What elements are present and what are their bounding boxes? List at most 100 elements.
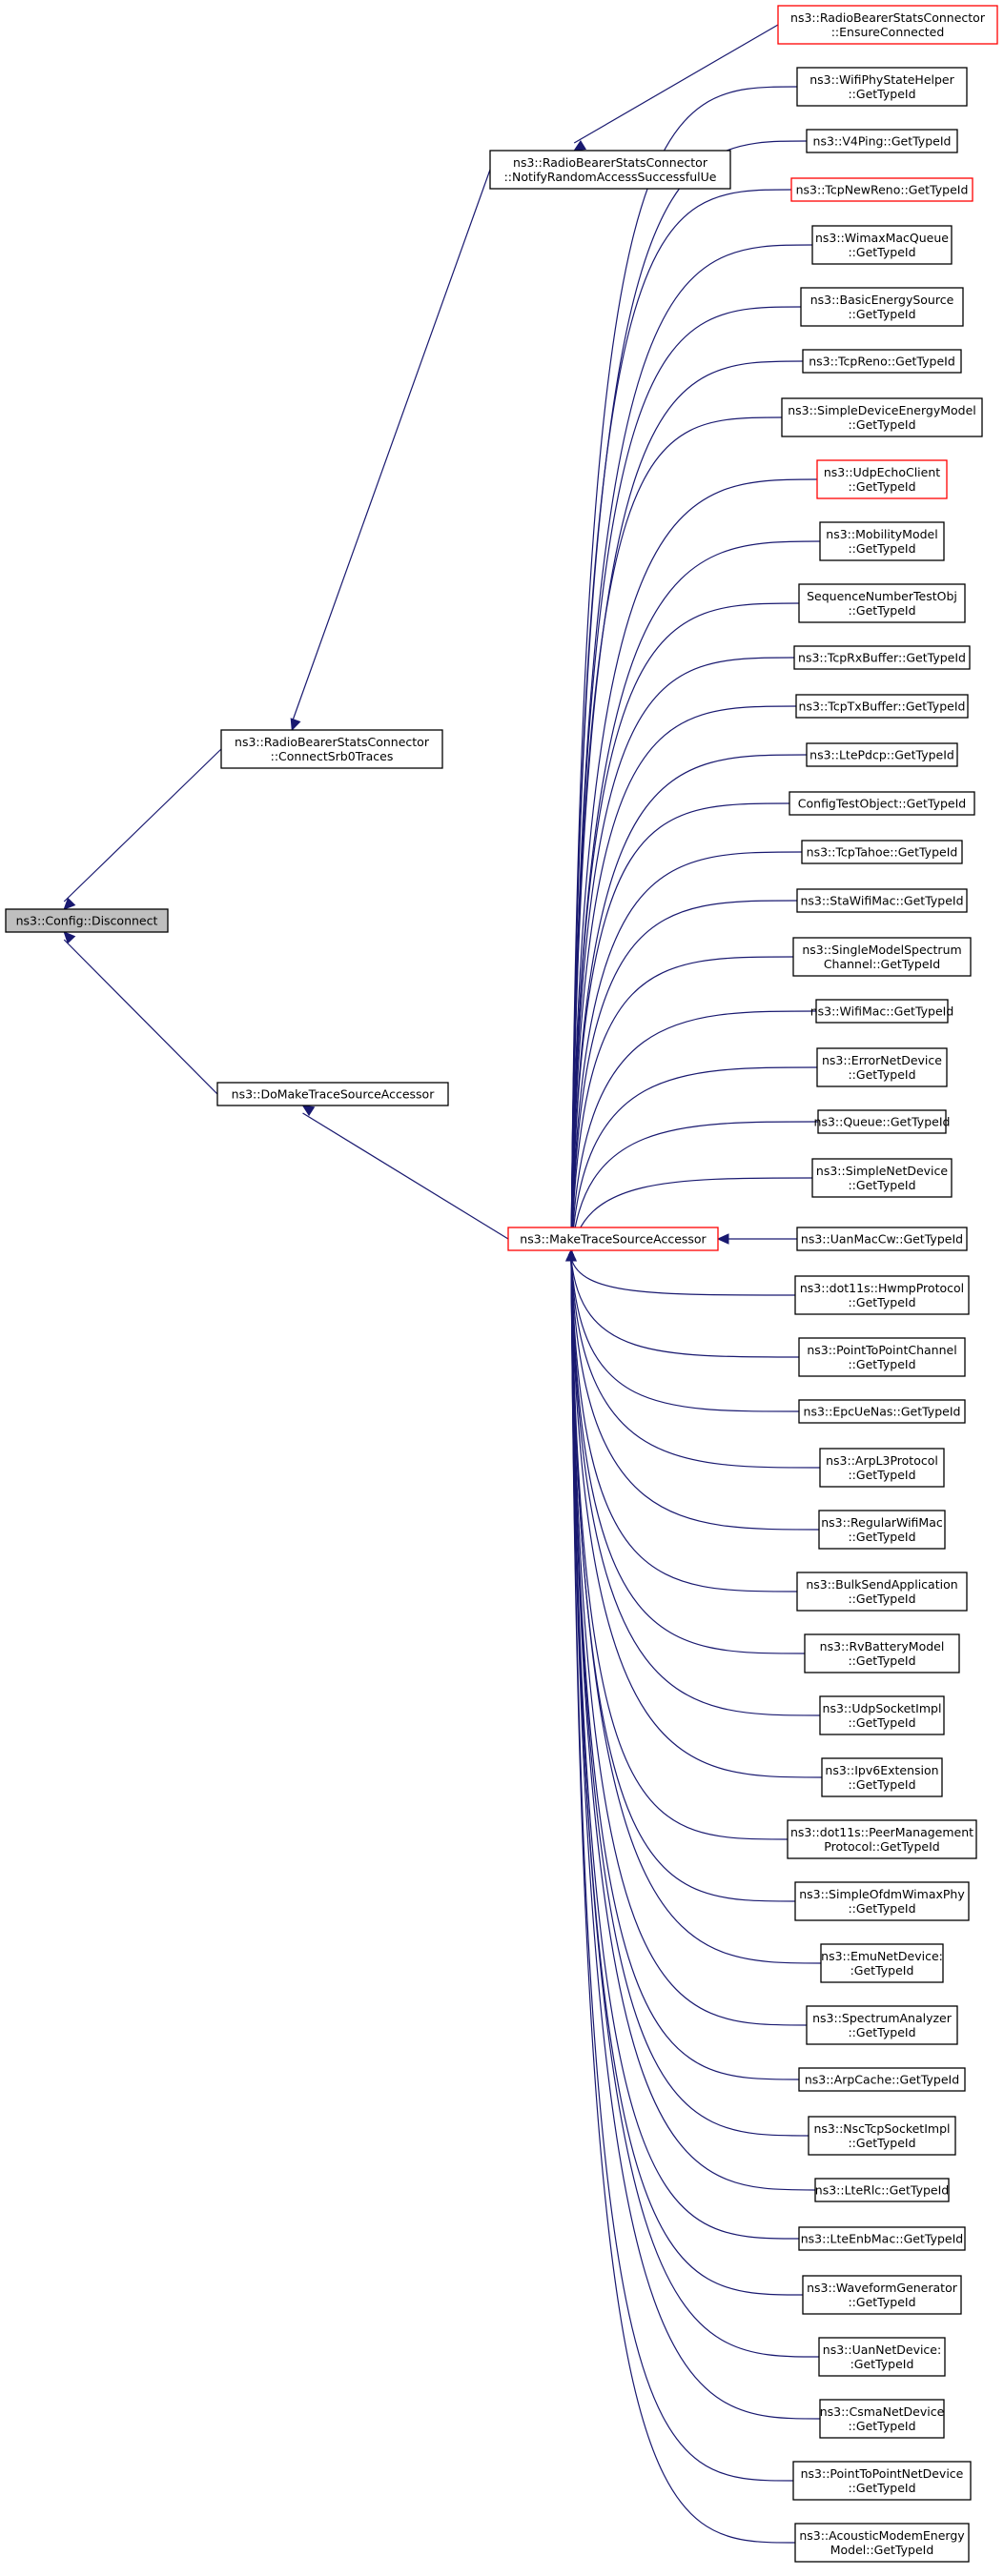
- node-label: SequenceNumberTestObj: [807, 589, 957, 603]
- node-c36[interactable]: ns3::ArpCache::GetTypeId: [798, 2067, 966, 2092]
- node-c30[interactable]: ns3::UdpSocketImpl::GetTypeId: [819, 1695, 945, 1735]
- node-c31[interactable]: ns3::Ipv6Extension::GetTypeId: [821, 1757, 943, 1797]
- node-c25[interactable]: ns3::EpcUeNas::GetTypeId: [798, 1399, 966, 1424]
- node-box: [216, 1082, 449, 1106]
- node-c16[interactable]: ns3::StaWifiMac::GetTypeId: [796, 888, 968, 913]
- node-c43[interactable]: ns3::PointToPointNetDevice::GetTypeId: [792, 2461, 972, 2501]
- node-c29[interactable]: ns3::RvBatteryModel::GetTypeId: [804, 1633, 960, 1673]
- edge-c24-to-make: [565, 1248, 800, 1358]
- node-box: [806, 129, 958, 153]
- node-box: [796, 1572, 968, 1612]
- node-label: ::GetTypeId: [848, 1777, 915, 1792]
- node-box: [819, 521, 945, 561]
- edge-c05-to-make: [565, 306, 802, 1262]
- node-disconnect[interactable]: ns3::Config::Disconnect: [5, 908, 169, 933]
- edge-c33-to-make: [565, 1248, 796, 1902]
- node-label: ::GetTypeId: [848, 603, 915, 618]
- node-c01[interactable]: ns3::WifiPhyStateHelper::GetTypeId: [796, 67, 968, 107]
- node-c03[interactable]: ns3::TcpNewReno::GetTypeId: [790, 177, 973, 202]
- node-do_make[interactable]: ns3::DoMakeTraceSourceAccessor: [216, 1082, 449, 1106]
- node-c27[interactable]: ns3::RegularWifiMac::GetTypeId: [818, 1510, 946, 1550]
- node-box: [800, 287, 964, 327]
- node-c12[interactable]: ns3::TcpTxBuffer::GetTypeId: [795, 694, 969, 719]
- edge-line: [573, 24, 779, 144]
- edge-c07-to-make: [565, 416, 783, 1262]
- edge-c04-to-make: [565, 244, 813, 1262]
- node-c11[interactable]: ns3::TcpRxBuffer::GetTypeId: [793, 645, 971, 670]
- node-c26[interactable]: ns3::ArpL3Protocol::GetTypeId: [819, 1448, 945, 1488]
- node-c23[interactable]: ns3::dot11s::HwmpProtocol::GetTypeId: [794, 1275, 970, 1315]
- node-c14[interactable]: ConfigTestObject::GetTypeId: [789, 791, 975, 816]
- node-label: :GetTypeId: [850, 1963, 914, 1978]
- arrowhead: [565, 1248, 577, 1262]
- node-connect_srb0[interactable]: ns3::RadioBearerStatsConnector::ConnectS…: [220, 729, 443, 769]
- edge-line: [570, 602, 800, 1259]
- node-make[interactable]: ns3::MakeTraceSourceAccessor: [507, 1227, 719, 1251]
- node-c06[interactable]: ns3::TcpReno::GetTypeId: [802, 349, 962, 374]
- node-c35[interactable]: ns3::SpectrumAnalyzer::GetTypeId: [806, 2005, 958, 2045]
- node-c24[interactable]: ns3::PointToPointChannel::GetTypeId: [798, 1337, 966, 1377]
- edge-c27-to-make: [565, 1248, 820, 1531]
- node-c38[interactable]: ns3::LteRlc::GetTypeId: [814, 2178, 950, 2202]
- node-label: ns3::AcousticModemEnergy: [799, 2528, 965, 2543]
- edge-line: [570, 1257, 816, 2191]
- node-c21[interactable]: ns3::SimpleNetDevice::GetTypeId: [811, 1158, 953, 1198]
- edge-c25-to-make: [565, 1248, 800, 1412]
- node-c39[interactable]: ns3::LteEnbMac::GetTypeId: [798, 2226, 966, 2251]
- node-box: [819, 1448, 945, 1488]
- node-c40[interactable]: ns3::WaveformGenerator::GetTypeId: [802, 2275, 962, 2315]
- node-c19[interactable]: ns3::ErrorNetDevice::GetTypeId: [816, 1047, 948, 1087]
- node-c32[interactable]: ns3::dot11s::PeerManagementProtocol::Get…: [787, 1819, 977, 1859]
- node-c28[interactable]: ns3::BulkSendApplication::GetTypeId: [796, 1572, 968, 1612]
- edge-line: [570, 1257, 808, 2026]
- node-c41[interactable]: ns3::UanNetDevice::GetTypeId: [818, 2337, 946, 2377]
- node-c05[interactable]: ns3::BasicEnergySource::GetTypeId: [800, 287, 964, 327]
- edge-line: [302, 1112, 509, 1240]
- node-label: ns3::LteEnbMac::GetTypeId: [801, 2232, 963, 2246]
- node-ensure_connected[interactable]: ns3::RadioBearerStatsConnector::EnsureCo…: [777, 5, 998, 45]
- node-label: ns3::CsmaNetDevice: [820, 2404, 945, 2419]
- edge-layer: [63, 24, 823, 2544]
- node-label: ns3::Queue::GetTypeId: [814, 1115, 951, 1129]
- edge-c23-to-make: [565, 1248, 796, 1296]
- node-label: ::GetTypeId: [848, 479, 915, 494]
- node-notify_ra[interactable]: ns3::RadioBearerStatsConnector::NotifyRa…: [489, 150, 731, 190]
- edge-line: [570, 1257, 823, 1778]
- node-c07[interactable]: ns3::SimpleDeviceEnergyModel::GetTypeId: [781, 397, 983, 437]
- edge-line: [570, 1257, 796, 1902]
- node-label: ns3::UanNetDevice:: [823, 2343, 941, 2357]
- edge-line: [570, 851, 803, 1259]
- node-c20[interactable]: ns3::Queue::GetTypeId: [814, 1109, 951, 1134]
- edge-c16-to-make: [565, 900, 798, 1262]
- node-label: :GetTypeId: [850, 2357, 914, 2371]
- arrowhead: [716, 1233, 729, 1245]
- node-c34[interactable]: ns3::EmuNetDevice::GetTypeId: [820, 1943, 944, 1983]
- node-label: ns3::EmuNetDevice:: [821, 1949, 943, 1963]
- node-box: [794, 2523, 970, 2563]
- node-c17[interactable]: ns3::SingleModelSpectrumChannel::GetType…: [792, 937, 972, 977]
- node-label: ns3::PointToPointNetDevice: [801, 2466, 964, 2481]
- node-c13[interactable]: ns3::LtePdcp::GetTypeId: [806, 742, 958, 767]
- node-c15[interactable]: ns3::TcpTahoe::GetTypeId: [801, 840, 963, 864]
- node-c37[interactable]: ns3::NscTcpSocketImpl::GetTypeId: [808, 2116, 956, 2156]
- node-box: [798, 583, 966, 623]
- node-c02[interactable]: ns3::V4Ping::GetTypeId: [806, 129, 958, 153]
- node-c22[interactable]: ns3::UanMacCw::GetTypeId: [796, 1227, 968, 1251]
- node-label: ns3::BulkSendApplication: [806, 1577, 957, 1592]
- node-c33[interactable]: ns3::SimpleOfdmWimaxPhy::GetTypeId: [794, 1881, 970, 1921]
- node-label: ns3::V4Ping::GetTypeId: [813, 134, 952, 149]
- node-label: ns3::Config::Disconnect: [16, 914, 158, 928]
- node-c09[interactable]: ns3::MobilityModel::GetTypeId: [819, 521, 945, 561]
- node-c08[interactable]: ns3::UdpEchoClient::GetTypeId: [816, 459, 948, 499]
- node-c04[interactable]: ns3::WimaxMacQueue::GetTypeId: [811, 225, 953, 265]
- node-box: [801, 840, 963, 864]
- edge-c17-to-make: [565, 956, 794, 1262]
- node-c42[interactable]: ns3::CsmaNetDevice::GetTypeId: [819, 2399, 945, 2439]
- edge-line: [570, 1257, 821, 1716]
- node-label: ns3::RegularWifiMac: [821, 1515, 943, 1530]
- node-c18[interactable]: ns3::WifiMac::GetTypeId: [810, 999, 954, 1024]
- node-label: ns3::TcpTxBuffer::GetTypeId: [799, 700, 966, 714]
- node-box: [793, 645, 971, 670]
- node-c10[interactable]: SequenceNumberTestObj::GetTypeId: [798, 583, 966, 623]
